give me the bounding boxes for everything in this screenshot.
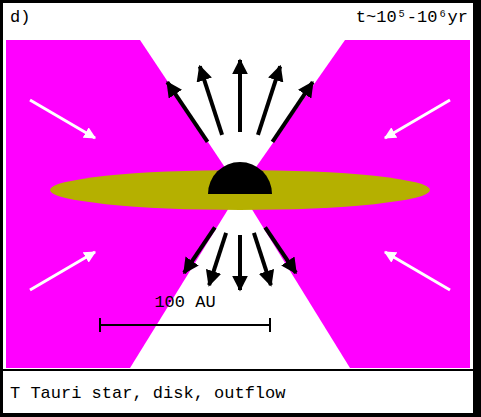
star — [208, 162, 272, 194]
outflow-arrow — [238, 235, 242, 290]
outflow-arrow — [238, 60, 242, 132]
panel-letter: d) — [10, 8, 30, 28]
outflow-arrow — [258, 66, 280, 134]
outflow-arrow — [184, 227, 215, 273]
outflow-arrows — [167, 60, 312, 290]
outflow-arrow — [167, 82, 207, 142]
scale-bar — [100, 318, 270, 332]
outflow-arrow — [200, 66, 222, 134]
infall-arrows — [30, 100, 450, 290]
outflow-arrow — [209, 233, 226, 285]
panel — [3, 3, 473, 413]
scale-label: 100 AU — [154, 293, 215, 313]
caption: T Tauri star, disk, outflow — [10, 384, 285, 404]
separator-line — [3, 369, 473, 371]
outflow-arrow — [254, 233, 271, 285]
time-label: t~10⁵-10⁶yr — [356, 8, 468, 28]
outflow-arrow — [272, 82, 312, 142]
outflow-arrow — [265, 227, 296, 273]
